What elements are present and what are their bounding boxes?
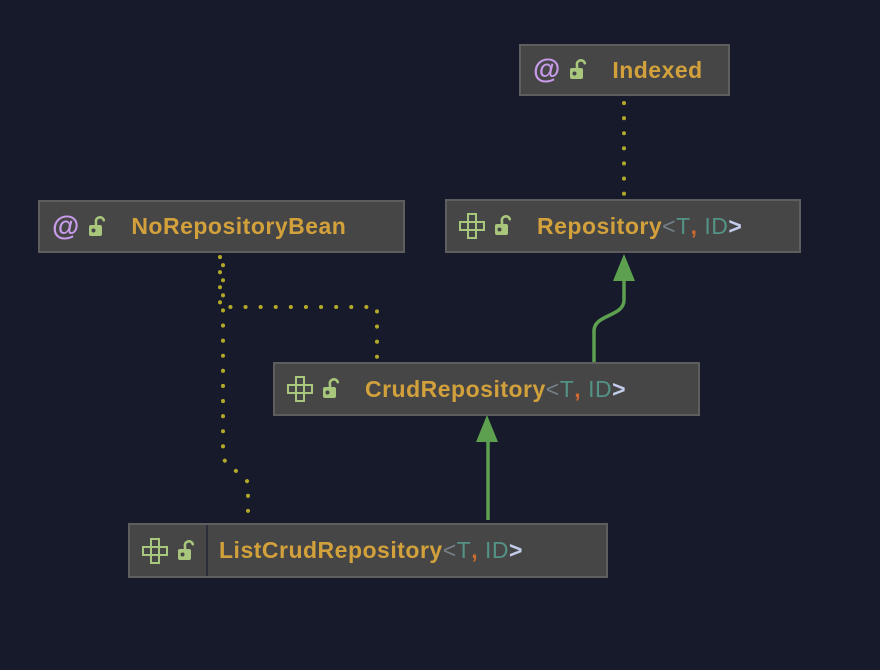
arrowhead-crudrepository xyxy=(476,415,498,442)
node-label: NoRepositoryBean xyxy=(131,213,347,239)
interface-icon xyxy=(459,213,485,239)
unlocked-icon xyxy=(178,539,195,560)
node-label: Indexed xyxy=(612,56,703,83)
unlocked-icon xyxy=(323,378,340,398)
node-label: Repository xyxy=(537,212,663,239)
annotation-icon: @ xyxy=(52,209,80,241)
node-listcrudrepository[interactable]: ListCrudRepository <T, ID> xyxy=(128,523,608,578)
type-parameters: <T, ID> xyxy=(545,375,627,402)
annotation-icon: @ xyxy=(533,53,561,84)
node-cell-divider xyxy=(206,525,208,576)
interface-icon xyxy=(287,376,313,402)
node-label: CrudRepository xyxy=(365,375,546,402)
interface-icon xyxy=(142,537,168,564)
type-parameters: <T, ID> xyxy=(662,212,743,239)
unlocked-icon xyxy=(570,59,587,79)
node-label: ListCrudRepository xyxy=(219,537,443,563)
unlocked-icon xyxy=(495,215,512,235)
node-norepositorybean[interactable]: @ NoRepositoryBean xyxy=(38,200,405,253)
edge-norepositorybean-listcrudrepository[interactable] xyxy=(221,255,250,522)
unlocked-icon xyxy=(89,215,106,236)
node-repository[interactable]: Repository <T, ID> xyxy=(445,199,801,253)
arrowhead-repository xyxy=(613,254,635,281)
type-parameters: <T, ID> xyxy=(442,537,523,563)
node-crudrepository[interactable]: CrudRepository <T, ID> xyxy=(273,362,700,416)
edge-norepositorybean-crudrepository[interactable] xyxy=(218,255,379,359)
node-indexed[interactable]: @ Indexed xyxy=(519,44,730,96)
edge-crudrepository-repository[interactable] xyxy=(592,278,626,362)
